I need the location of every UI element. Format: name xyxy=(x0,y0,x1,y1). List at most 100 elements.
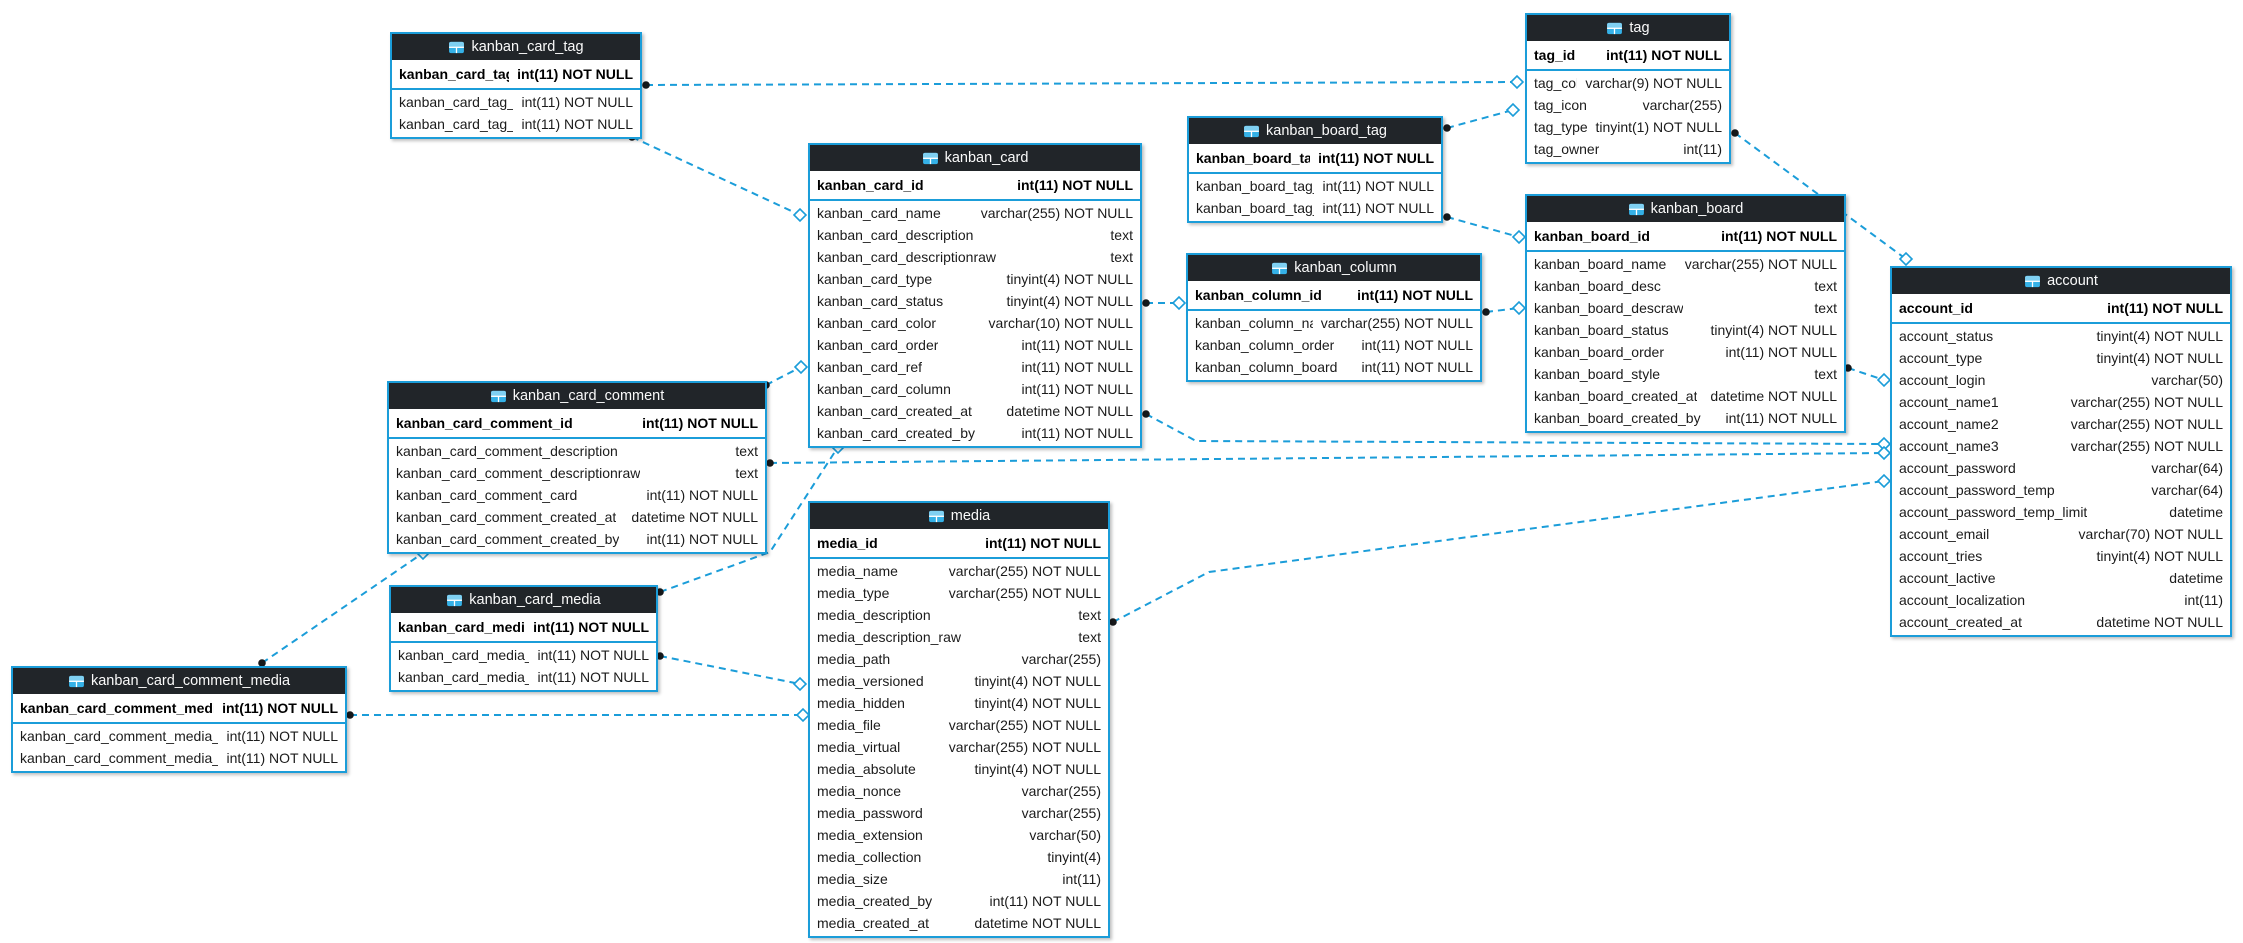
column-name: kanban_card_comment_media_id xyxy=(20,700,214,716)
table-header[interactable]: kanban_board xyxy=(1527,196,1844,222)
table-header[interactable]: kanban_card xyxy=(810,145,1140,171)
connector-diamond-icon xyxy=(1171,295,1187,311)
table-title: media xyxy=(950,508,991,524)
column-name: kanban_card_tag_src xyxy=(399,116,514,132)
column-name: kanban_column_board xyxy=(1195,359,1338,375)
connector-diamond-icon xyxy=(792,676,808,692)
column-type: int(11) NOT NULL xyxy=(1021,381,1133,397)
column-name: account_id xyxy=(1899,300,1973,316)
column-name: account_name2 xyxy=(1899,416,1999,432)
column-name: kanban_board_desc xyxy=(1534,278,1661,294)
column-name: kanban_card_descriptionraw xyxy=(817,249,996,265)
column-name: account_login xyxy=(1899,372,1986,388)
column-name: tag_id xyxy=(1534,47,1576,63)
column-type: datetime NOT NULL xyxy=(631,509,758,525)
table-header[interactable]: kanban_column xyxy=(1188,255,1480,281)
table-header[interactable]: kanban_card_media xyxy=(391,587,656,613)
column-type: text xyxy=(1814,278,1837,294)
column-type: varchar(255) NOT NULL xyxy=(2070,438,2223,454)
column-type: int(11) NOT NULL xyxy=(537,669,649,685)
column-type: int(11) NOT NULL xyxy=(537,647,649,663)
table-kanban_card_comment_media[interactable]: kanban_card_comment_media kanban_card_com… xyxy=(11,666,347,773)
table-kanban_card_tag[interactable]: kanban_card_tagkanban_card_tag_idint(11)… xyxy=(390,32,642,139)
column-type: int(11) NOT NULL xyxy=(646,531,758,547)
column-type: varchar(255) xyxy=(1021,651,1101,667)
column-type: int(11) NOT NULL xyxy=(517,66,633,82)
table-row: media_virtual varchar(255) NOT NULL xyxy=(810,736,1108,758)
column-type: int(11) NOT NULL xyxy=(1725,344,1837,360)
table-header[interactable]: kanban_card_comment_media xyxy=(13,668,345,694)
column-type: datetime NOT NULL xyxy=(2096,614,2223,630)
column-name: account_password xyxy=(1899,460,2016,476)
connector-diamond-icon xyxy=(793,359,809,375)
column-type: int(11) NOT NULL xyxy=(1606,47,1722,63)
column-type: int(11) NOT NULL xyxy=(1021,337,1133,353)
column-type: varchar(255) NOT NULL xyxy=(2070,394,2223,410)
table-tag[interactable]: tag tag_id int(11) NOT NULL tag_colorvarcha… xyxy=(1525,13,1731,164)
column-name: media_created_by xyxy=(817,893,933,909)
table-kanban_board_tag[interactable]: kanban_board_tagkanban_board_tag_idint(1… xyxy=(1187,116,1443,223)
relationship-line-kanban_card_comment-to-kanban_card xyxy=(765,366,802,386)
relationship-line-kanban_card_tag-to-kanban_card xyxy=(631,136,801,216)
column-name: kanban_board_style xyxy=(1534,366,1661,382)
column-type: tinyint(4) xyxy=(1047,849,1101,865)
column-name: media_nonce xyxy=(817,783,902,799)
column-name: media_versioned xyxy=(817,673,924,689)
table-kanban_card_media[interactable]: kanban_card_mediakanban_card_media_idint… xyxy=(389,585,658,692)
connector-diamond-icon xyxy=(1509,74,1525,90)
connector-dot-icon xyxy=(642,81,650,89)
column-type: varchar(255) NOT NULL xyxy=(980,205,1133,221)
column-type: text xyxy=(735,465,758,481)
column-type: int(11) NOT NULL xyxy=(226,728,338,744)
table-header[interactable]: kanban_card_comment xyxy=(389,383,765,409)
table-title: tag xyxy=(1629,20,1650,36)
table-header[interactable]: media xyxy=(810,503,1108,529)
column-type: int(11) NOT NULL xyxy=(985,535,1101,551)
column-type: datetime NOT NULL xyxy=(1006,403,1133,419)
column-name: kanban_card_media_src xyxy=(398,647,529,663)
column-name: kanban_card_comment_media_dst xyxy=(20,750,219,766)
column-type: tinyint(4) NOT NULL xyxy=(1006,293,1133,309)
column-name: media_size xyxy=(817,871,888,887)
table-header[interactable]: kanban_board_tag xyxy=(1189,118,1441,144)
column-name: tag_icon xyxy=(1534,97,1587,113)
table-header[interactable]: tag xyxy=(1527,15,1729,41)
connector-dot-icon xyxy=(1482,308,1490,316)
column-type: varchar(50) xyxy=(1029,827,1101,843)
column-name: media_virtual xyxy=(817,739,901,755)
table-title: kanban_column xyxy=(1294,260,1397,276)
table-header[interactable]: account xyxy=(1892,268,2230,294)
column-type: varchar(255) NOT NULL xyxy=(948,739,1101,755)
column-name: account_localization xyxy=(1899,592,2026,608)
table-header[interactable]: kanban_card_tag xyxy=(392,34,640,60)
connector-dot-icon xyxy=(1142,410,1150,418)
